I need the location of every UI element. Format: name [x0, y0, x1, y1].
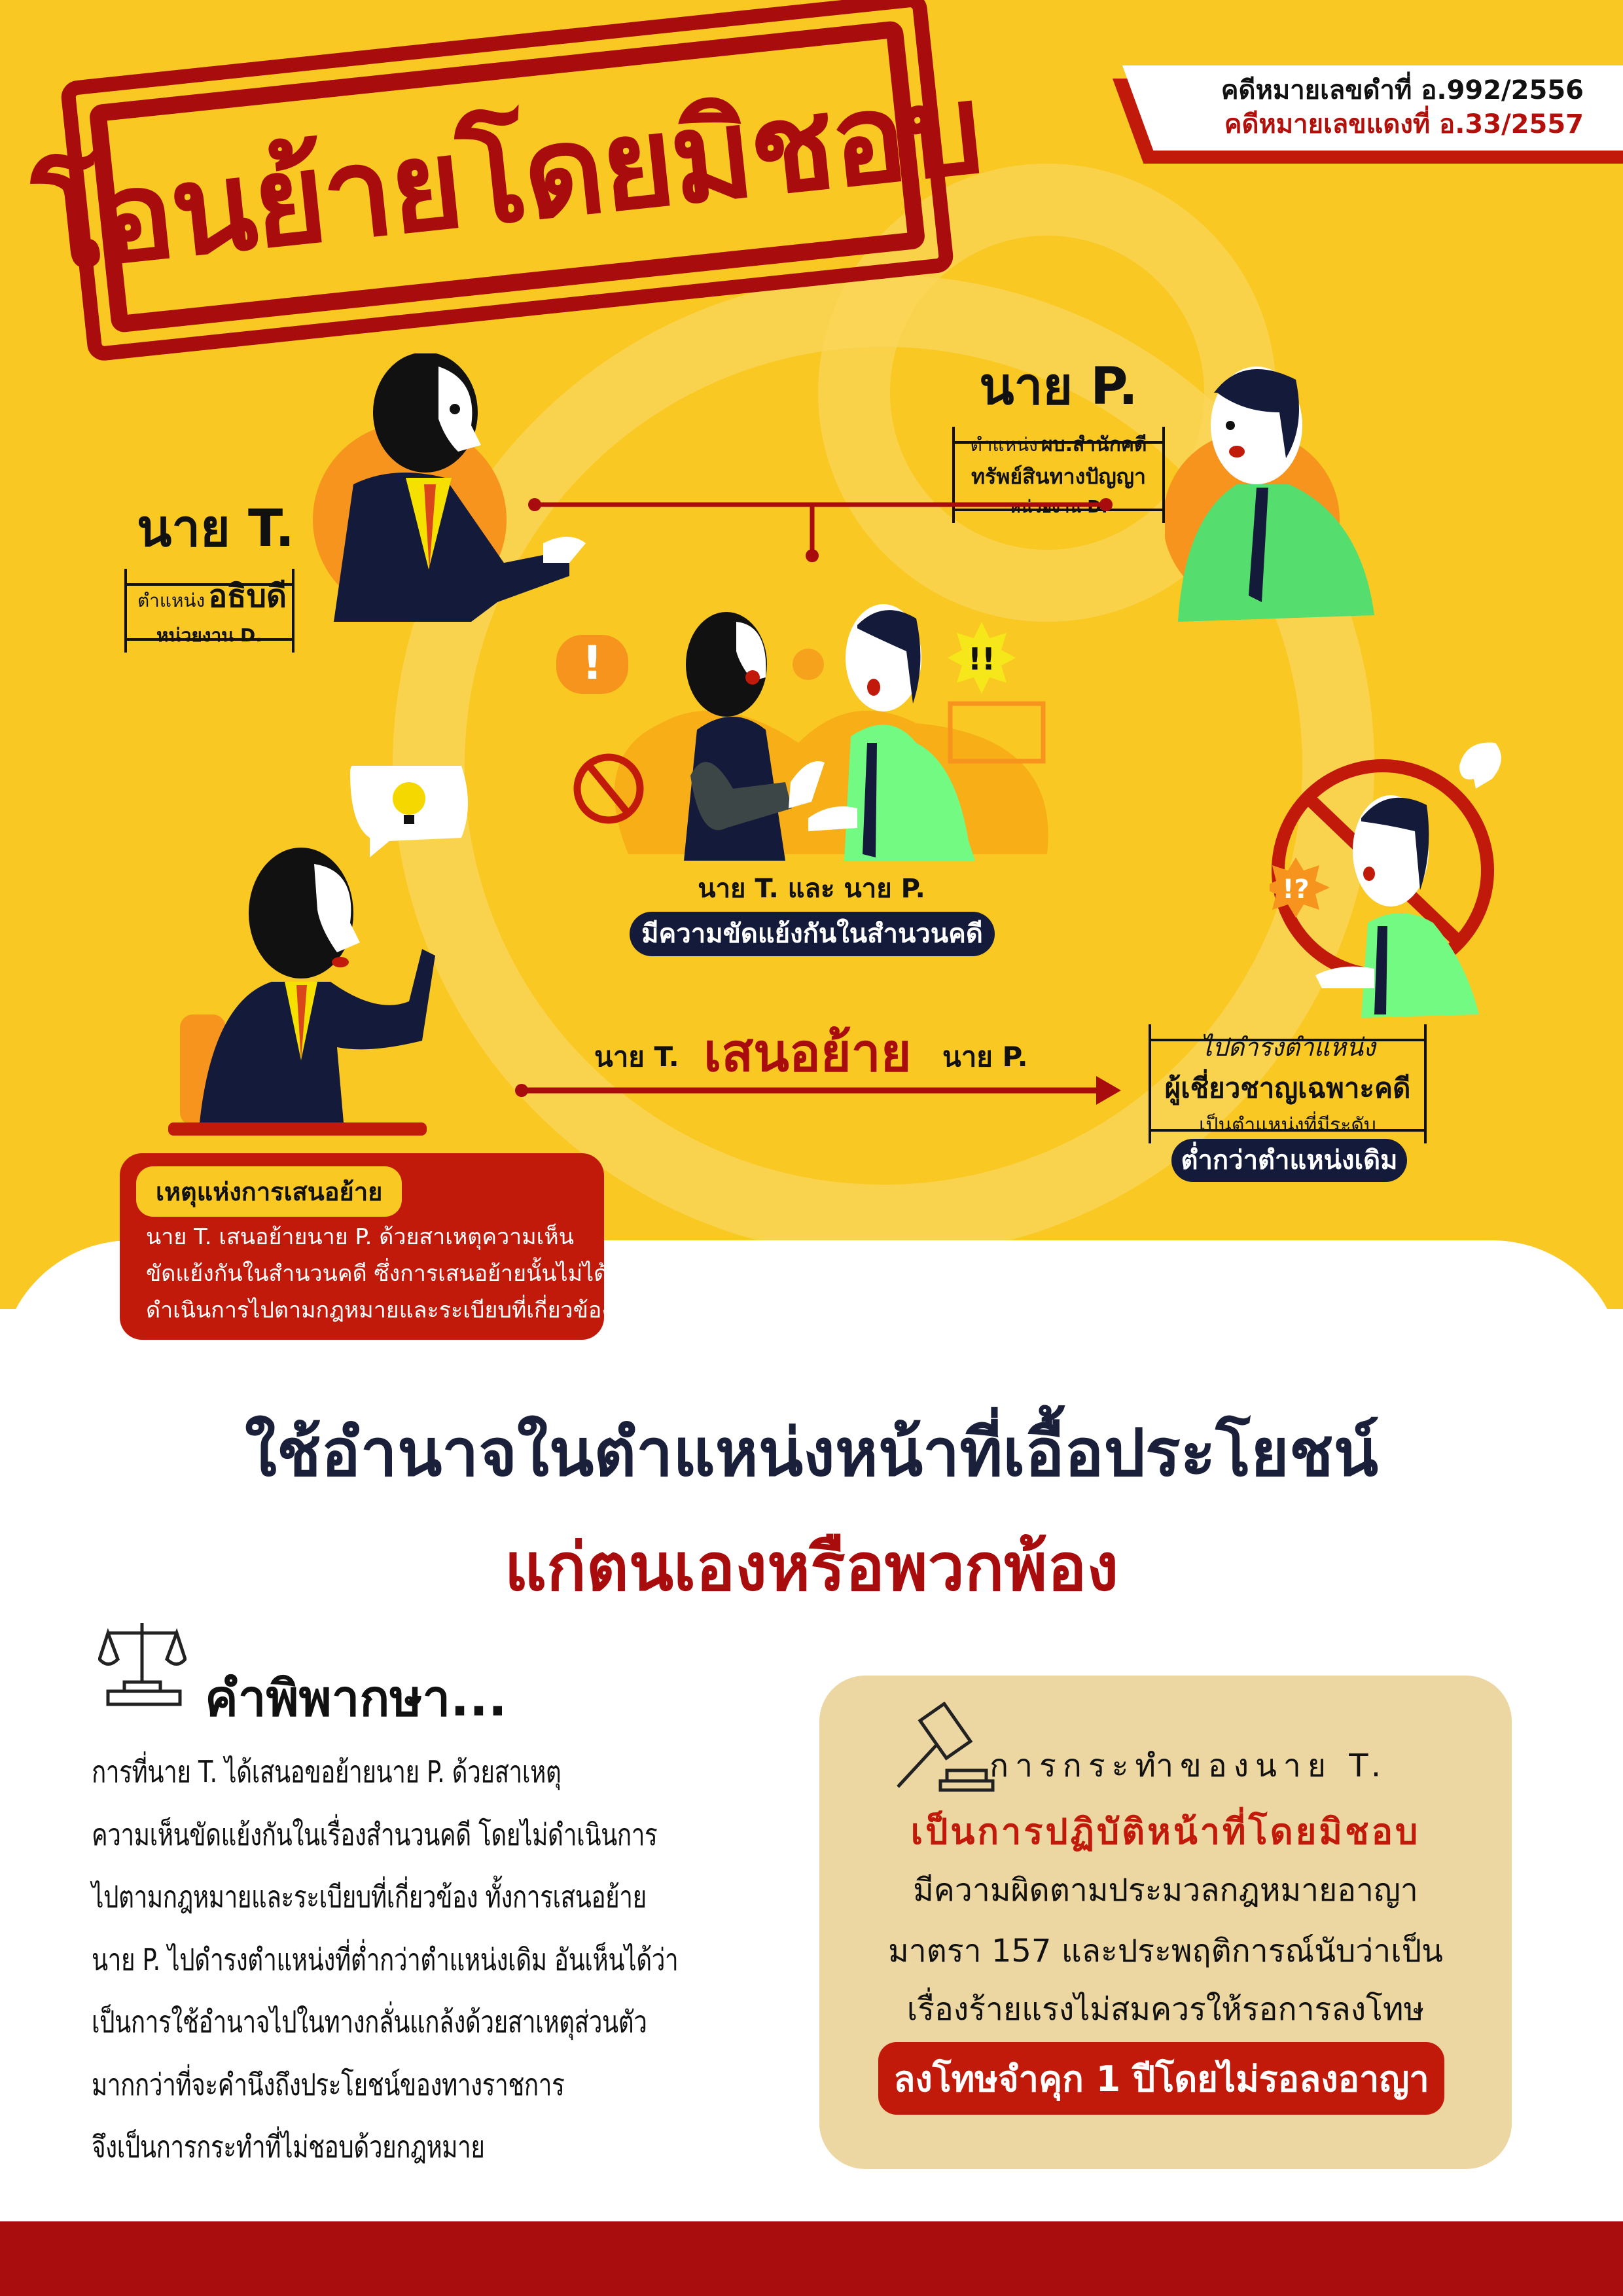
reason-line: ขัดแย้งกันในสำนวนคดี ซึ่งการเสนอย้ายนั้น…: [146, 1261, 609, 1287]
scales-of-justice-icon: [98, 1623, 187, 1706]
mr-t-position-box: ตำแหน่ง อธิบดี หน่วยงาน D.: [124, 569, 294, 653]
reason-line: นาย T. เสนอย้ายนาย P. ด้วยสาเหตุความเห็น: [146, 1224, 574, 1250]
orange-cloud: [614, 710, 1048, 854]
reason-box: เหตุแห่งการเสนอย้าย นาย T. เสนอย้ายนาย P…: [120, 1153, 613, 1340]
verdict-heading: คำพิพากษา...: [205, 1669, 507, 1727]
ruling-box: การกระทำของนาย T. เป็นการปฏิบัติหน้าที่โ…: [819, 1676, 1512, 2169]
mr-p-label: นาย P. ตำแหน่ง ผบ.สำนักคดี ทรัพย์สินทางป…: [952, 346, 1165, 523]
case-number-box: คดีหมายเลขดำที่ อ.992/2556 คดีหมายเลขแดง…: [1113, 65, 1623, 164]
conflict-pill: มีความขัดแย้งกันในสำนวนคดี: [630, 912, 995, 956]
exclaim-mark: !: [582, 636, 603, 690]
mr-t-figure: [313, 353, 586, 622]
chart-board-icon: [948, 701, 1046, 764]
verdict-line: การที่นาย T. ได้เสนอขอย้ายนาย P. ด้วยสาเ…: [92, 1754, 562, 1789]
ruling-line4: มาตรา 157 และประพฤติการณ์นับว่าเป็น: [888, 1933, 1443, 1969]
lightbulb-icon: [393, 782, 425, 815]
hair: [1214, 369, 1299, 458]
double-exclaim: !!: [968, 641, 995, 677]
tie: [1249, 488, 1268, 602]
sentence-pill: ลงโทษจำคุก 1 ปีโดยไม่รอลงอาญา: [878, 2042, 1444, 2115]
relationship-connector: [528, 498, 1113, 562]
mr-p-figure: [1165, 367, 1374, 622]
verdict-line: เป็นการใช้อำนาจไปในทางกลั่นแกล้งด้วยสาเห…: [92, 2004, 647, 2039]
transfer-from: นาย T.: [594, 1041, 679, 1073]
mr-t-name: นาย T.: [137, 499, 294, 558]
demoted-p-figure: !?: [1270, 742, 1501, 1018]
verdict-line: ไปตามกฎหมายและระเบียบที่เกี่ยวข้อง ทั้งก…: [92, 1879, 647, 1914]
main-title-line2: แก่ตนเองหรือพวกพ้อง: [504, 1529, 1119, 1605]
new-position-bracket: ไปดำรงตำแหน่ง ผู้เชี่ยวชาญเฉพาะคดี เป็นต…: [1149, 1024, 1427, 1143]
new-position-line3: เป็นตำแหน่งที่มีระดับ: [1199, 1114, 1376, 1137]
mr-p-position-line2: ทรัพย์สินทางปัญญา: [971, 464, 1147, 489]
verdict-paragraph: การที่นาย T. ได้เสนอขอย้ายนาย P. ด้วยสาเ…: [92, 1741, 679, 2179]
new-position-box: ไปดำรงตำแหน่ง ผู้เชี่ยวชาญเฉพาะคดี เป็นต…: [1149, 1024, 1427, 1143]
gavel-icon: [897, 1702, 995, 1792]
ruling-line1: การกระทำของนาย T.: [990, 1748, 1388, 1784]
mr-t-position: อธิบดี: [208, 578, 287, 615]
mr-p-shirt: [844, 725, 975, 861]
main-title-line1: ใช้อำนาจในตำแหน่งหน้าที่เอื้อประโยชน์: [245, 1414, 1378, 1491]
burst-icon: [948, 622, 1016, 694]
transfer-to: นาย P.: [942, 1041, 1028, 1073]
transfer-action: เสนอย้าย: [704, 1022, 912, 1083]
stamp-title: โอนย้ายโดยมิชอบ: [28, 56, 987, 300]
mr-t-desk-figure: [168, 766, 468, 1136]
conflict-caption: นาย T. และ นาย P.: [698, 874, 925, 904]
transfer-arrow: [515, 1076, 1121, 1105]
new-position-title: ผู้เชี่ยวชาญเฉพาะคดี: [1164, 1072, 1411, 1104]
ruling-line2: เป็นการปฏิบัติหน้าที่โดยมิชอบ: [910, 1811, 1421, 1852]
green-shirt: [1178, 484, 1374, 622]
footer-bar: [0, 2221, 1623, 2296]
lower-position-pill: ต่ำกว่าตำแหน่งเดิม: [1171, 1139, 1407, 1182]
conflict-scene: ! !!: [556, 604, 1048, 861]
position-label: ตำแหน่ง: [970, 434, 1038, 456]
reason-heading: เหตุแห่งการเสนอย้าย: [136, 1166, 402, 1217]
mr-p-position-line1: ผบ.สำนักคดี: [1041, 433, 1147, 456]
prohibited-icon: [573, 753, 644, 824]
ruling-line3: มีความผิดตามประมวลกฎหมายอาญา: [913, 1872, 1418, 1909]
verdict-line: จึงเป็นการกระทำที่ไม่ชอบด้วยกฎหมาย: [92, 2129, 485, 2164]
exclaim-bubble: [556, 635, 628, 694]
reason-line: ดำเนินการไปตามกฎหมายและระเบียบที่เกี่ยวข…: [146, 1297, 613, 1323]
mr-p-unit: หน่วยงาน D.: [1009, 497, 1108, 517]
ruling-line5: เรื่องร้ายแรงไม่สมควรให้รอการลงโทษ: [906, 1991, 1425, 2028]
red-case-number: คดีหมายเลขแดงที่ อ.33/2557: [1224, 109, 1584, 139]
verdict-line: นาย P. ไปดำรงตำแหน่งที่ต่ำกว่าตำแหน่งเดิ…: [92, 1941, 679, 1977]
mr-t-label: นาย T. ตำแหน่ง อธิบดี หน่วยงาน D.: [124, 488, 294, 653]
interrobang: !?: [1282, 874, 1309, 905]
desk: [168, 1122, 427, 1136]
mr-t-unit: หน่วยงาน D.: [156, 624, 262, 646]
suit: [200, 949, 435, 1122]
burst-icon: [1270, 857, 1330, 918]
lightbulb-icon: [793, 649, 824, 680]
hand: [543, 537, 586, 563]
suit: [334, 473, 569, 622]
verdict-line: มากกว่าที่จะคำนึงถึงประโยชน์ของทางราชการ: [92, 2066, 565, 2102]
speech-bubble: [1459, 742, 1501, 789]
verdict-line: ความเห็นขัดแย้งกันในเรื่องสำนวนคดี โดยไม…: [92, 1816, 658, 1852]
black-case-number: คดีหมายเลขดำที่ อ.992/2556: [1221, 75, 1584, 105]
position-label: ตำแหน่ง: [137, 590, 205, 611]
new-position-line1: ไปดำรงตำแหน่ง: [1200, 1033, 1376, 1062]
mr-p-name: นาย P.: [979, 357, 1138, 416]
mr-p-position-box: ตำแหน่ง ผบ.สำนักคดี ทรัพย์สินทางปัญญา หน…: [952, 427, 1165, 523]
